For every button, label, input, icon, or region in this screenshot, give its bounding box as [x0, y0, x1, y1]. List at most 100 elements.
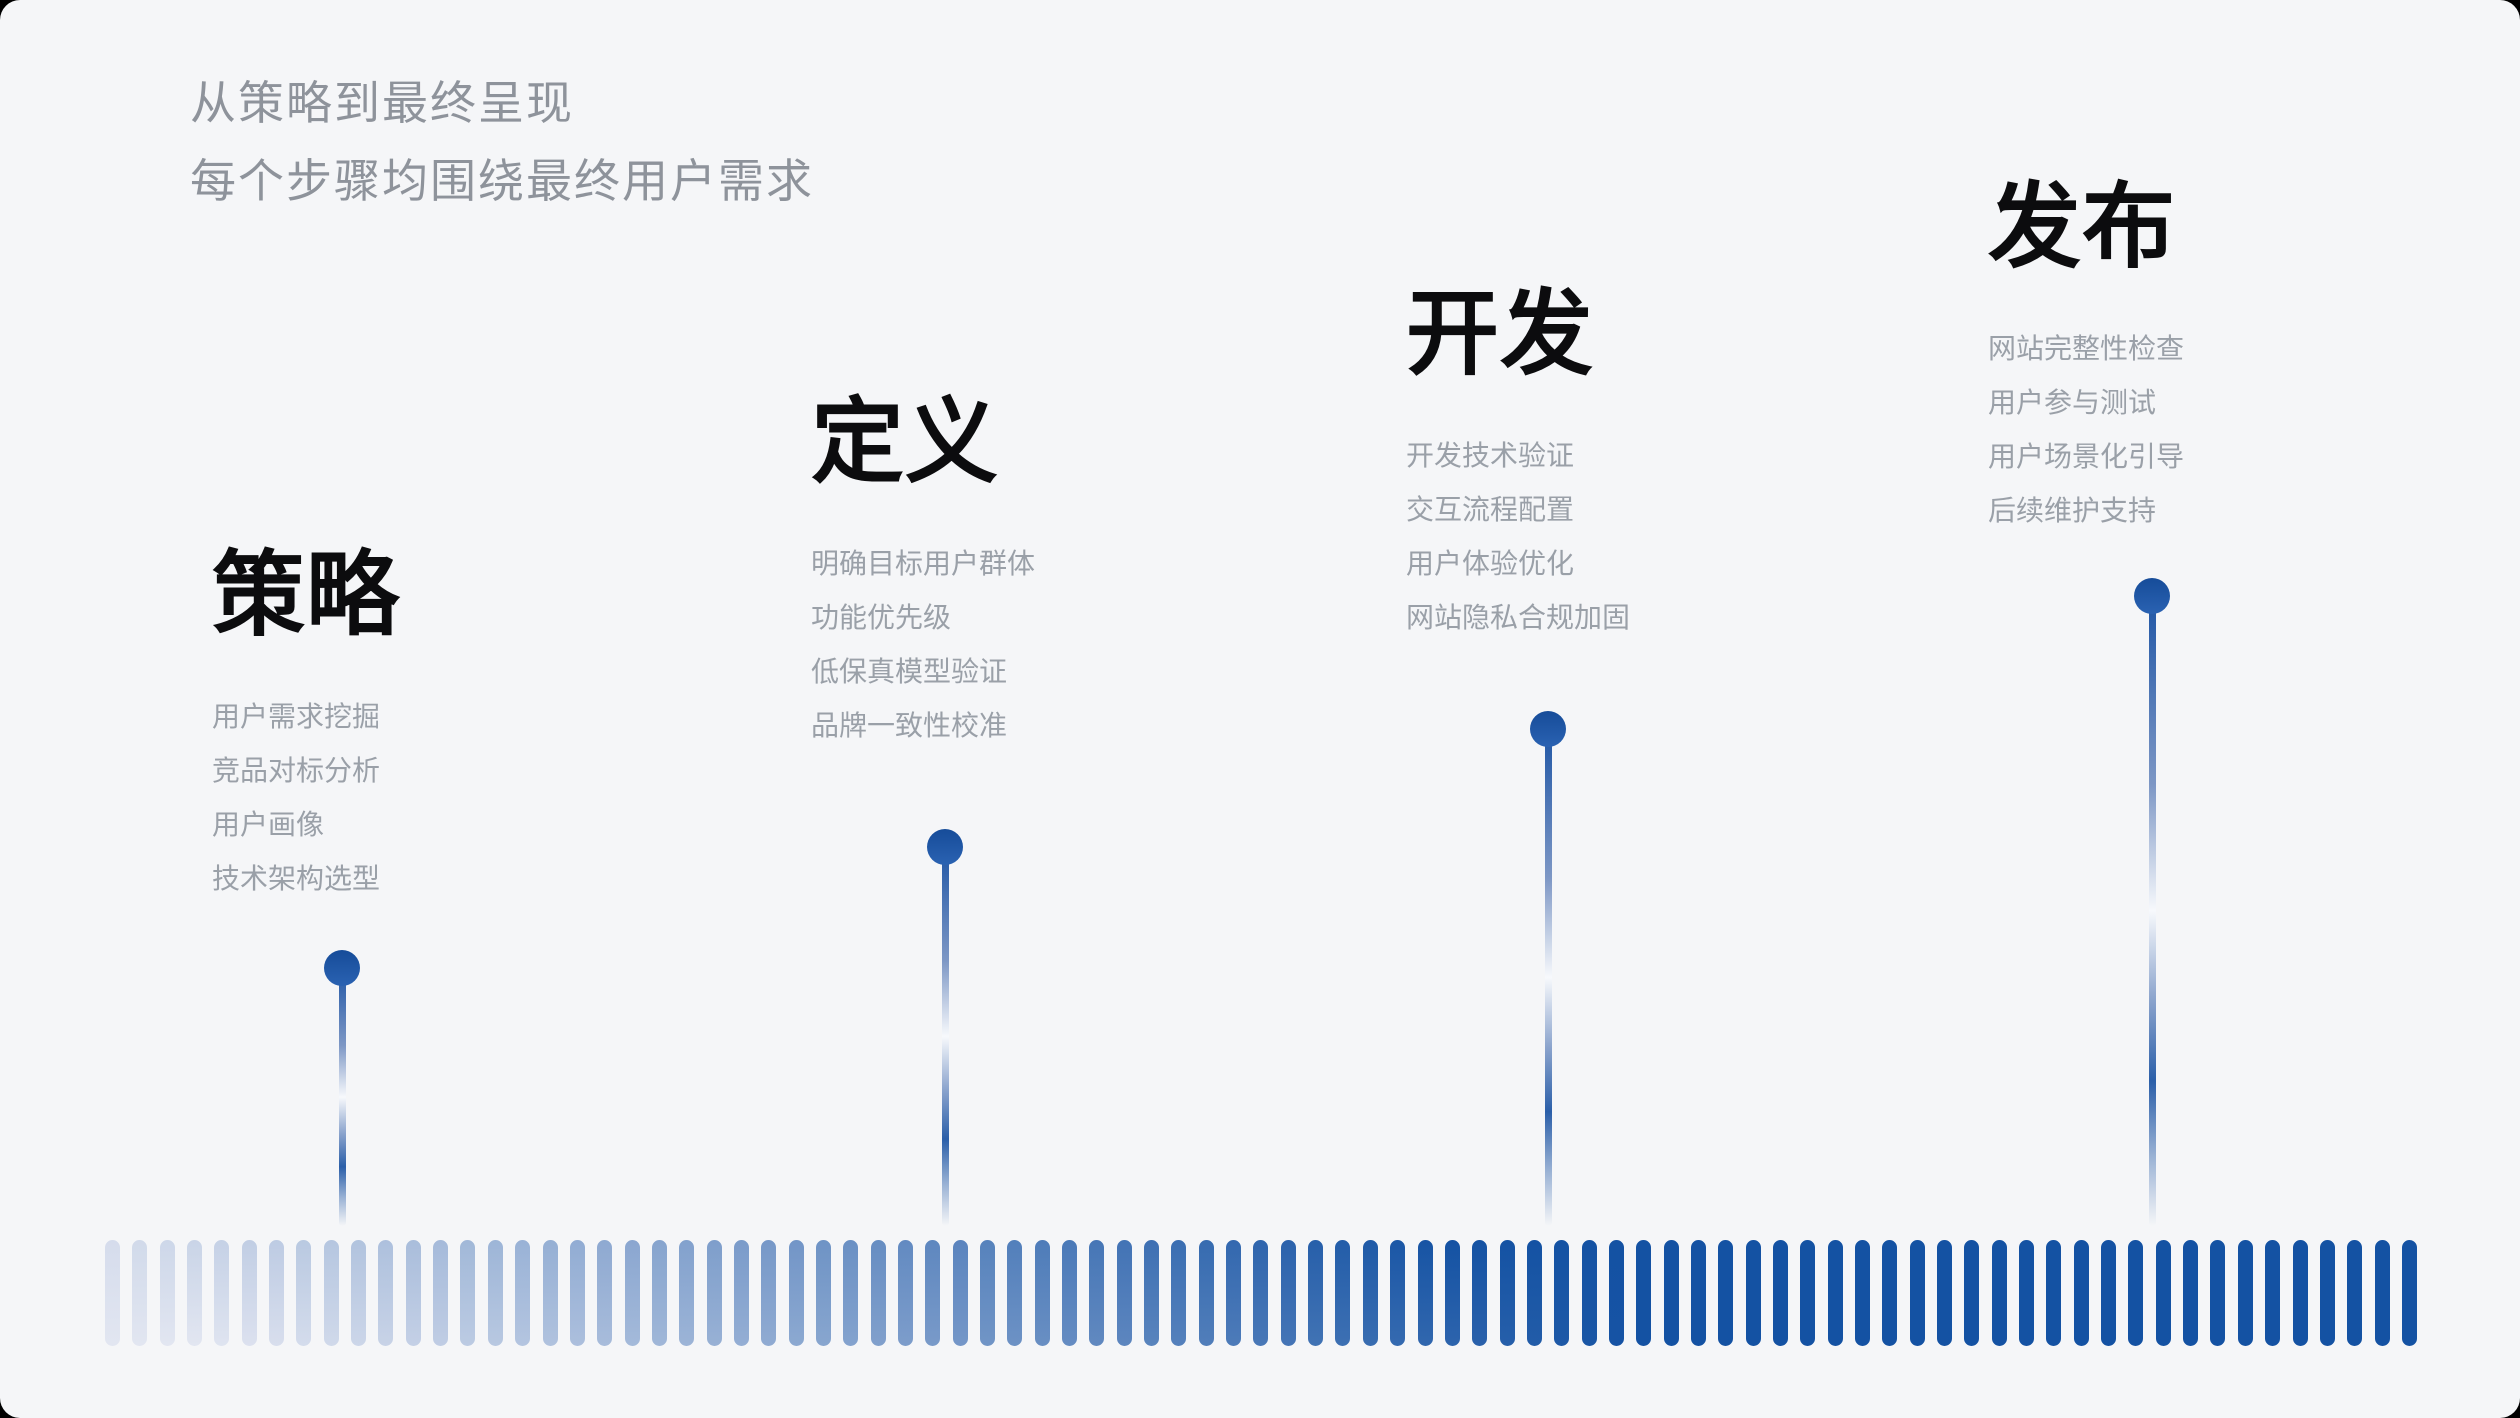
timeline-bar [1499, 1240, 1515, 1346]
timeline-bar [351, 1240, 367, 1346]
timeline-bar [1964, 1240, 1980, 1346]
stage-item: 用户需求挖掘 [212, 701, 381, 732]
timeline-bar [2019, 1240, 2035, 1346]
timeline-bar [788, 1240, 804, 1346]
timeline-bar [1417, 1240, 1433, 1346]
timeline-bar [952, 1240, 968, 1346]
stage-item: 后续维护支持 [1988, 495, 2157, 526]
stage-title: 发布 [1988, 175, 2176, 279]
stage-dot [2134, 578, 2170, 614]
timeline-bar [1171, 1240, 1187, 1346]
timeline-bar [1526, 1240, 1542, 1346]
timeline-bar [843, 1240, 859, 1346]
timeline-bar [2374, 1240, 2390, 1346]
timeline-bar [460, 1240, 476, 1346]
timeline-bar [1636, 1240, 1652, 1346]
timeline-bar [761, 1240, 777, 1346]
timeline-bar [925, 1240, 941, 1346]
timeline-bar [542, 1240, 558, 1346]
stage-item: 用户参与测试 [1988, 387, 2157, 418]
timeline-bar [187, 1240, 203, 1346]
timeline-bar [105, 1240, 120, 1346]
stage-item: 网站隐私合规加固 [1406, 602, 1631, 633]
timeline-bar [2183, 1240, 2199, 1346]
timeline-bar [214, 1240, 230, 1346]
timeline-bar [2210, 1240, 2226, 1346]
timeline-bar [2319, 1240, 2335, 1346]
timeline-bar [1116, 1240, 1132, 1346]
timeline-bar [1034, 1240, 1050, 1346]
timeline-bar [679, 1240, 695, 1346]
timeline-bar [815, 1240, 831, 1346]
subtitle-line-1: 从策略到最终呈现 [190, 77, 574, 129]
timeline-bar [269, 1240, 285, 1346]
timeline-bar [1335, 1240, 1351, 1346]
stage-title: 开发 [1406, 282, 1594, 386]
timeline-bar [2401, 1240, 2417, 1346]
timeline-bar [2101, 1240, 2117, 1346]
timeline-bar [1007, 1240, 1023, 1346]
timeline-bar [870, 1240, 886, 1346]
timeline-bar [296, 1240, 312, 1346]
stage-dot [1530, 711, 1566, 747]
timeline-bar [1280, 1240, 1296, 1346]
timeline-bar [1390, 1240, 1406, 1346]
timeline-bar [487, 1240, 503, 1346]
timeline-bar [405, 1240, 421, 1346]
timeline-bar [1226, 1240, 1242, 1346]
timeline-bar [897, 1240, 913, 1346]
stage-item: 开发技术验证 [1406, 440, 1575, 471]
timeline-bar [1827, 1240, 1843, 1346]
timeline-bar [733, 1240, 749, 1346]
timeline-bar [1800, 1240, 1816, 1346]
timeline-bar [1855, 1240, 1870, 1346]
timeline-bar [323, 1240, 339, 1346]
timeline-bar [1554, 1240, 1570, 1346]
timeline-bar [1472, 1240, 1488, 1346]
header-subtitle: 从策略到最终呈现 每个步骤均围绕最终用户需求 [190, 64, 814, 220]
stage-title: 策略 [212, 543, 400, 647]
stage-launch: 发布 网站完整性检查 用户参与测试 用户场景化引导 后续维护支持 [1988, 176, 2184, 538]
stage-item: 交互流程配置 [1406, 494, 1575, 525]
timeline-bar [1772, 1240, 1788, 1346]
stage-dot [324, 950, 360, 986]
timeline-bar [2347, 1240, 2363, 1346]
timeline-bar [2073, 1240, 2089, 1346]
subtitle-line-2: 每个步骤均围绕最终用户需求 [190, 155, 814, 207]
stage-item: 竞品对标分析 [212, 755, 381, 786]
timeline-bar [515, 1240, 531, 1346]
timeline-bar [159, 1240, 175, 1346]
timeline-bar [569, 1240, 585, 1346]
stage-stem [1545, 729, 1552, 1226]
timeline-bar [1690, 1240, 1706, 1346]
stage-stem [339, 968, 346, 1226]
stage-item: 用户画像 [212, 809, 325, 840]
timeline-bar [1882, 1240, 1898, 1346]
timeline-bars [105, 1240, 2417, 1346]
timeline-bar [1144, 1240, 1160, 1346]
stage-define: 定义 明确目标用户群体 功能优先级 低保真模型验证 品牌一致性校准 [811, 391, 1035, 753]
timeline-bar [2265, 1240, 2281, 1346]
stage-item-list: 网站完整性检查 用户参与测试 用户场景化引导 后续维护支持 [1988, 322, 2184, 538]
stage-item: 品牌一致性校准 [811, 710, 1008, 741]
stage-item: 技术架构选型 [212, 863, 381, 894]
timeline-bar [1909, 1240, 1925, 1346]
stage-item: 网站完整性检查 [1988, 333, 2185, 364]
timeline-bar [378, 1240, 394, 1346]
timeline-bar [2128, 1240, 2144, 1346]
timeline-bar [1362, 1240, 1378, 1346]
timeline-bar [2292, 1240, 2308, 1346]
stage-develop: 开发 开发技术验证 交互流程配置 用户体验优化 网站隐私合规加固 [1406, 283, 1630, 645]
timeline-bar [1581, 1240, 1597, 1346]
timeline-bar [2046, 1240, 2062, 1346]
timeline-bar [1991, 1240, 2007, 1346]
timeline-bar [2155, 1240, 2171, 1346]
stage-dot [927, 829, 963, 865]
stage-item: 用户体验优化 [1406, 548, 1575, 579]
timeline-bar [1253, 1240, 1269, 1346]
timeline-bar [2237, 1240, 2253, 1346]
timeline-bar [624, 1240, 640, 1346]
timeline-bar [1663, 1240, 1679, 1346]
timeline-bar [1062, 1240, 1078, 1346]
